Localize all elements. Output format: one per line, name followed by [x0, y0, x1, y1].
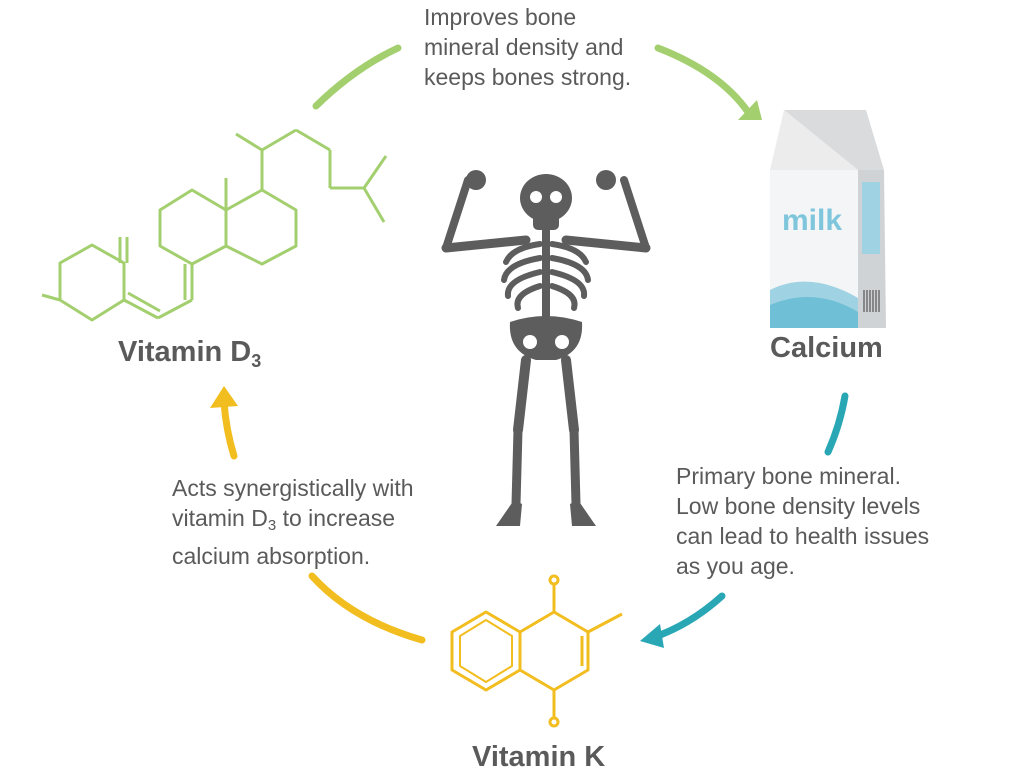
note-line: Low bone density levels	[676, 493, 921, 519]
title-subscript: 3	[251, 351, 262, 371]
note-vitamin-k-role: Acts synergistically with vitamin D3 to …	[172, 473, 414, 571]
vitamin-d3-title: Vitamin D3	[118, 336, 261, 372]
arrow-head-yellow	[210, 386, 238, 408]
skeleton-icon	[441, 170, 651, 526]
title-text: Vitamin D	[118, 336, 252, 368]
calcium-title: Calcium	[770, 332, 883, 364]
vitamin-d3-molecule-icon	[41, 128, 388, 322]
note-line: Improves bone	[424, 4, 577, 30]
note-line: calcium absorption.	[172, 543, 371, 569]
note-line: keeps bones strong.	[424, 64, 632, 90]
note-subscript: 3	[267, 517, 277, 534]
note-line: mineral density and	[424, 34, 624, 60]
milk-carton-icon	[770, 110, 886, 328]
note-line: as you age.	[676, 553, 795, 579]
arrow-head-green	[738, 100, 762, 120]
note-line: Primary bone mineral.	[676, 463, 901, 489]
vitamin-k-title: Vitamin K	[472, 741, 606, 773]
note-vitamin-d-role: Improves bone mineral density and keeps …	[424, 2, 631, 92]
vitamin-k-molecule-icon	[450, 574, 623, 728]
note-line: vitamin D3 to increase	[172, 503, 414, 541]
arrow-head-teal	[640, 624, 664, 648]
carton-label: milk	[782, 204, 842, 237]
note-calcium-role: Primary bone mineral. Low bone density l…	[676, 461, 929, 581]
arrow-vitd-to-calcium	[312, 44, 752, 116]
note-line: Acts synergistically with	[172, 475, 414, 501]
note-text: to increase	[276, 505, 396, 531]
note-line: can lead to health issues	[676, 523, 930, 549]
note-text: vitamin D	[172, 505, 268, 531]
